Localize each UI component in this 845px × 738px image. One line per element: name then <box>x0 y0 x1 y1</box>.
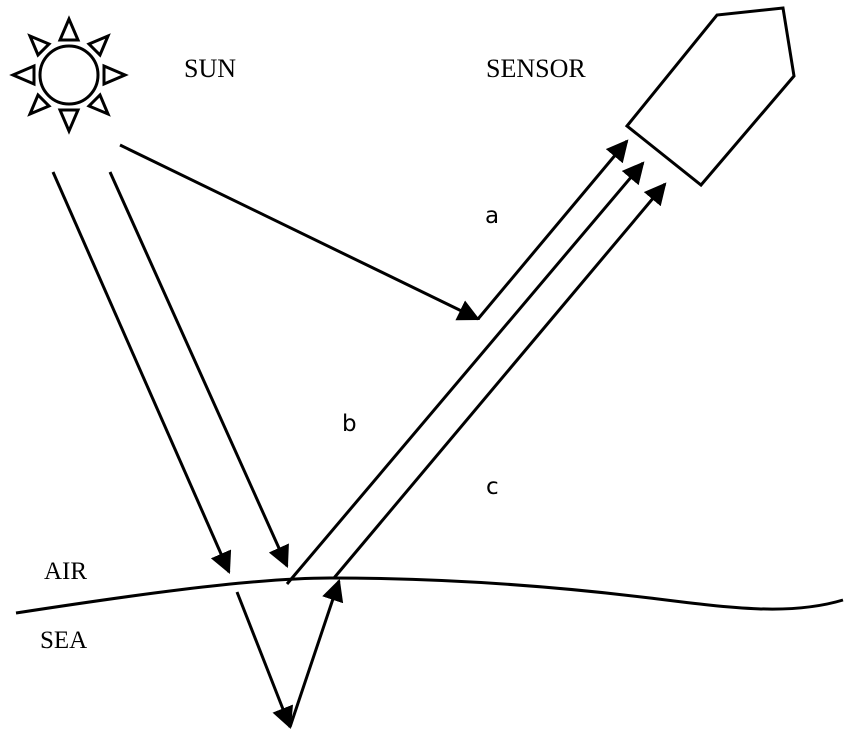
path-a-arrows <box>119 139 629 321</box>
path-c-underwater-down-arrow <box>235 591 294 730</box>
path-b-arrows <box>108 161 645 585</box>
path-b-incoming-arrow <box>108 171 289 569</box>
sensor-icon <box>624 6 796 188</box>
path-c-incoming-arrow <box>51 171 232 575</box>
path-a-incoming-arrow <box>119 143 480 321</box>
sea-surface-line <box>15 576 844 615</box>
path-b-label: b <box>342 411 357 437</box>
sun-label: SUN <box>184 54 236 83</box>
path-a-label: a <box>485 203 499 229</box>
path-b-outgoing-arrow <box>285 161 645 585</box>
path-a-outgoing-arrow <box>476 139 629 320</box>
path-c-outgoing-arrow <box>332 182 667 579</box>
sun-icon <box>9 15 129 135</box>
air-label: AIR <box>44 558 87 585</box>
sensor-label: SENSOR <box>486 54 586 83</box>
path-c-arrows <box>51 171 667 730</box>
path-c-underwater-up-arrow <box>288 578 344 728</box>
sea-label: SEA <box>40 627 87 654</box>
path-c-label: c <box>486 474 499 500</box>
